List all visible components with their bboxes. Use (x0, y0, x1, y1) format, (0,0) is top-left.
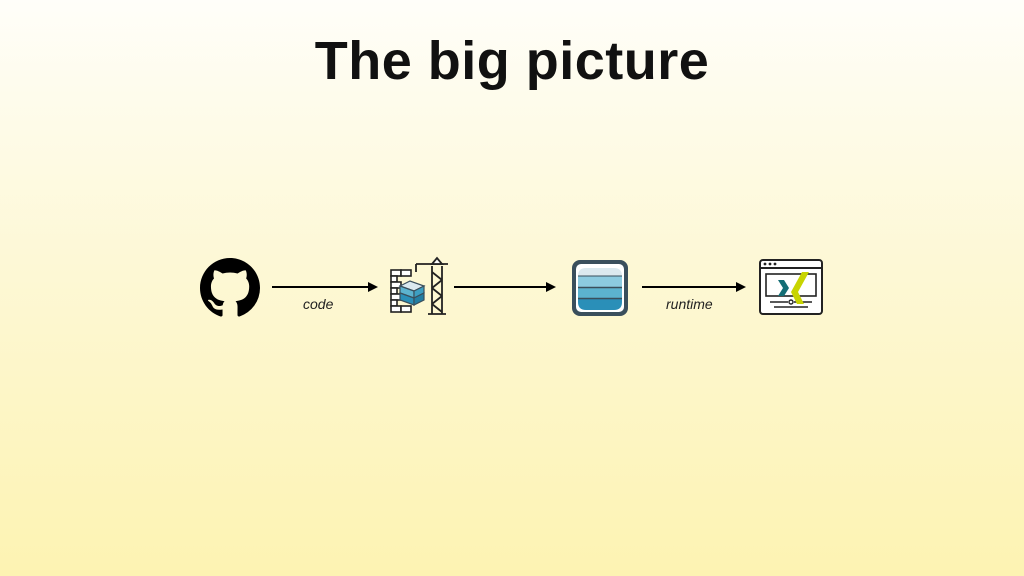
github-node (200, 258, 260, 318)
app-node (758, 256, 824, 320)
build-node (388, 256, 452, 320)
edge-label-code: code (303, 296, 334, 312)
xing-app-window-icon (759, 259, 823, 315)
page-title: The big picture (314, 31, 710, 91)
arrow-image-to-app (642, 282, 746, 292)
github-icon (200, 258, 260, 317)
arrow-github-to-build (272, 282, 378, 292)
stacked-layers-icon (572, 260, 628, 316)
arrow-build-to-image (454, 282, 556, 292)
edge-label-runtime: runtime (666, 296, 713, 312)
image-node (568, 256, 632, 320)
construction-build-icon (390, 256, 448, 315)
